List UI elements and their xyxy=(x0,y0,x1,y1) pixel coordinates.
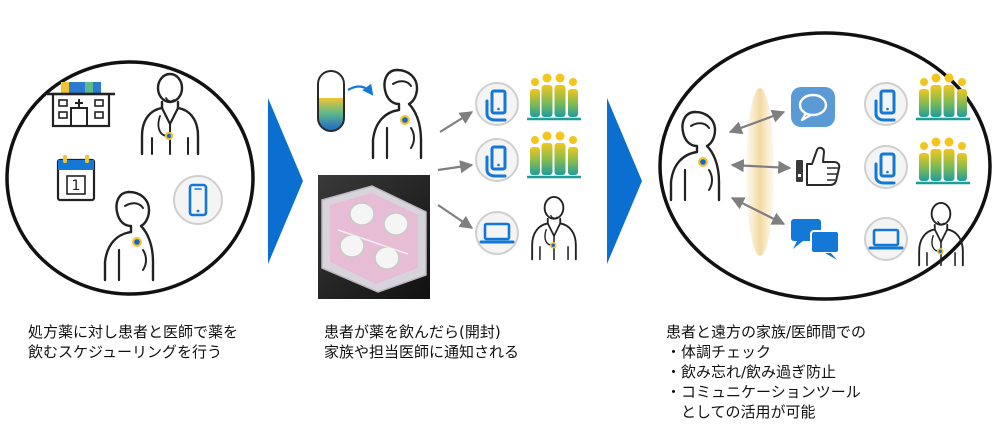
step3-panel xyxy=(658,31,992,301)
step3-caption: 患者と遠方の家族/医師間での ・体調チェック ・飲み忘れ/飲み過ぎ防止 ・コミュ… xyxy=(666,322,866,422)
family-icon-1 xyxy=(525,72,583,121)
flow-arrow-1 xyxy=(268,98,303,264)
smartphone-icon-family-2 xyxy=(474,137,520,183)
blister-pack-photo xyxy=(318,175,430,299)
capsule-icon xyxy=(317,70,345,132)
smartphone-icon-family-3 xyxy=(863,81,909,127)
hospital-icon xyxy=(47,82,115,128)
chat-bubble-icon xyxy=(791,87,835,127)
link-arrow-thumbs xyxy=(730,159,792,174)
calendar-icon: 1 xyxy=(56,155,96,202)
step3-caption-line: ・飲み忘れ/飲み過ぎ防止 xyxy=(666,363,837,381)
calendar-day-label: 1 xyxy=(72,178,81,194)
step3-caption-line: 患者と遠方の家族/医師間での xyxy=(666,323,867,341)
step1-caption-line: 処方薬に対し患者と医師で薬を xyxy=(28,323,239,341)
laptop-icon-step3 xyxy=(863,216,909,262)
chat-bubbles-icon xyxy=(791,219,840,260)
link-arrow-chat xyxy=(728,109,786,135)
notify-arrow-3 xyxy=(437,204,474,229)
patient-icon-step2 xyxy=(371,68,423,160)
notify-arrow-1 xyxy=(439,111,474,133)
doctor-icon-step2 xyxy=(531,195,577,261)
family-icon-2 xyxy=(525,130,583,179)
step2-caption-line: 家族や担当医師に通知される xyxy=(324,343,520,361)
step3-caption-line: ・コミュニケーションツール xyxy=(666,383,861,401)
step2-panel xyxy=(317,68,583,299)
capsule-to-patient-arrow xyxy=(347,83,374,96)
step1-caption: 処方薬に対し患者と医師で薬を 飲むスケジューリングを行う xyxy=(28,322,238,362)
smartphone-icon-family-4 xyxy=(863,144,909,190)
step1-panel: 1 xyxy=(5,60,255,296)
smartphone-icon-family-1 xyxy=(474,81,520,127)
notify-arrow-2 xyxy=(437,160,474,174)
laptop-icon xyxy=(474,210,520,256)
thumbs-up-icon xyxy=(796,146,841,186)
step2-caption-line: 患者が薬を飲んだら(開封) xyxy=(324,323,501,341)
step1-caption-line: 飲むスケジューリングを行う xyxy=(28,343,222,361)
smartphone-icon xyxy=(173,175,223,225)
flow-arrow-2 xyxy=(607,98,642,264)
step3-caption-line: としての活用が可能 xyxy=(666,403,816,421)
connection-halo xyxy=(746,88,774,256)
step1-circle xyxy=(5,60,255,296)
link-arrow-bubbles xyxy=(730,197,786,225)
step2-caption: 患者が薬を飲んだら(開封) 家族や担当医師に通知される xyxy=(324,322,519,362)
step3-caption-line: ・体調チェック xyxy=(666,343,772,361)
